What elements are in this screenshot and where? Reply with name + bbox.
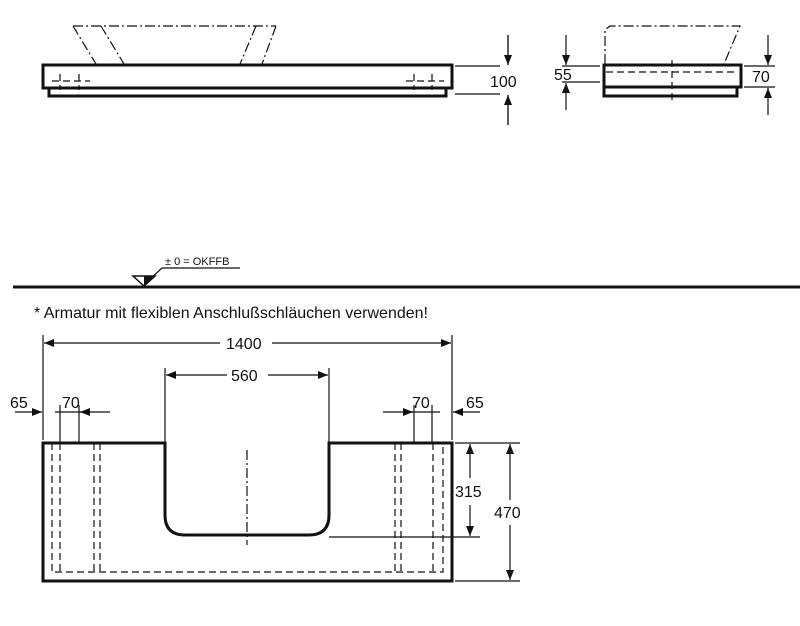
basin-side-outline — [604, 25, 741, 65]
width-dim-label: 1400 — [226, 336, 262, 353]
side-dim-70: 70 — [752, 69, 770, 86]
side-base — [602, 85, 739, 98]
depth-dim-label: 470 — [494, 505, 521, 522]
floor-reference: ± 0 = OKFFB — [13, 256, 800, 289]
basin-width-dim-label: 560 — [231, 368, 258, 385]
left-inner-dim: 70 — [62, 395, 80, 412]
countertop-slab — [41, 63, 454, 90]
right-offset-dim: 65 — [466, 395, 484, 412]
height-dim-lines — [455, 35, 509, 125]
front-view: 100 — [41, 25, 517, 125]
floor-label: ± 0 = OKFFB — [165, 256, 229, 268]
hidden-frame-lines — [51, 443, 444, 573]
countertop-plan-outline — [41, 441, 454, 583]
height-dim-label: 100 — [490, 74, 517, 91]
left-offset-dim: 65 — [10, 395, 28, 412]
side-view: 55 70 — [554, 25, 775, 115]
basin-outline — [72, 25, 277, 65]
installation-note: * Armatur mit flexiblen Anschlußschläuch… — [34, 305, 428, 322]
plan-view: 1400 560 65 70 70 65 315 470 — [10, 335, 521, 583]
basin-depth-dim-label: 315 — [455, 484, 482, 501]
right-inner-dim: 70 — [412, 395, 430, 412]
countertop-base — [47, 86, 448, 98]
side-dim-55: 55 — [554, 67, 572, 84]
